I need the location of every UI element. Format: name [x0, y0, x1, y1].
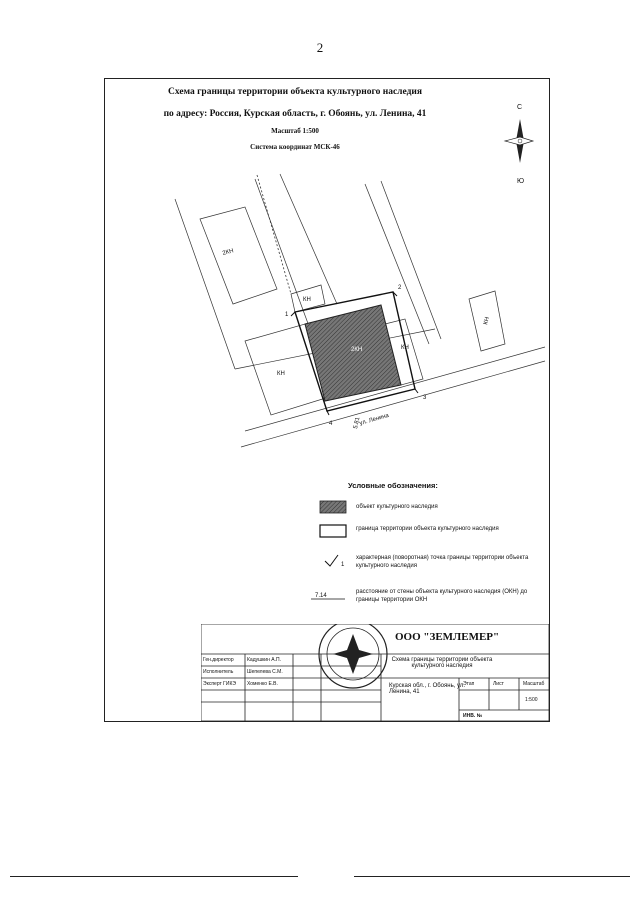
stamp-name: Кадушкин А.П.	[247, 657, 281, 663]
site-plan: С Ю 1	[174, 104, 546, 600]
title-address: по адресу: Россия, Курская область, г. О…	[163, 109, 427, 119]
point-label: 3	[423, 395, 427, 401]
drawing-sheet: Схема границы территории объекта культур…	[104, 78, 550, 722]
legend-item: расстояние от стены объекта культурного …	[356, 589, 528, 603]
street-label: ул. Ленина	[359, 413, 390, 427]
parcel-label: 2КН	[351, 347, 362, 353]
stamp-col-header: Этап	[463, 681, 475, 687]
compass-south-label: Ю	[517, 178, 524, 185]
legend-point-number: 1	[341, 562, 345, 568]
title-coordinate-system: Система координат МСК-46	[250, 143, 340, 151]
legend-item: объект культурного наследия	[356, 504, 438, 510]
compass-rose-icon	[503, 119, 535, 163]
point-label: 2	[398, 285, 402, 291]
drawing-title: Схема границы территории объекта культур…	[105, 85, 485, 151]
parcel-label: КН	[277, 371, 285, 377]
stamp-role: Ген.директор	[203, 657, 234, 663]
legend-boundary-swatch	[319, 524, 347, 538]
legend-point-icon	[324, 554, 339, 567]
distance-label: 5.81	[353, 416, 361, 429]
stamp-col-header: Лист	[493, 681, 504, 687]
stamp-role: Эксперт ГИКЭ	[203, 681, 236, 687]
title-block-table	[201, 624, 549, 721]
legend-distance-example: 7.14	[315, 593, 327, 599]
seal-stamp-icon	[318, 624, 388, 689]
legend-item: граница территории объекта культурного н…	[356, 526, 499, 532]
parcel-label: 2КН	[222, 248, 234, 257]
bottom-rule	[10, 876, 298, 877]
title-scale: Масштаб 1:500	[271, 127, 319, 135]
stamp-role: Исполнитель	[203, 669, 234, 675]
org-name: ООО "ЗЕМЛЕМЕР"	[395, 631, 500, 643]
stamp-col-header: Масштаб	[523, 681, 545, 687]
compass-north-label: С	[517, 104, 522, 111]
parcel-label: КН	[401, 345, 409, 351]
legend-title: Условные обозначения:	[348, 481, 438, 490]
title-line: Схема границы территории объекта культур…	[167, 87, 423, 97]
stamp-scale: 1:500	[525, 697, 538, 703]
stamp-doc-title: Схема границы территории объекта культур…	[391, 657, 493, 669]
parcel-label: КН	[303, 297, 311, 303]
stamp-inv-number: ИНВ. №	[463, 713, 483, 719]
legend-item: характерная (поворотная) точка границы т…	[356, 555, 529, 569]
point-label: 4	[329, 421, 333, 427]
parcel-label: КН	[483, 316, 491, 325]
point-label: 1	[285, 312, 289, 318]
page-number: 2	[316, 40, 324, 55]
legend-hatch-swatch	[319, 500, 347, 514]
stamp-name: Шепелева С.М.	[247, 669, 283, 675]
bottom-rule	[354, 876, 630, 877]
stamp-name: Хоменко Е.В.	[247, 681, 278, 687]
stamp-address: Курская обл., г. Обоянь, ул. Ленина, 41	[389, 683, 466, 695]
